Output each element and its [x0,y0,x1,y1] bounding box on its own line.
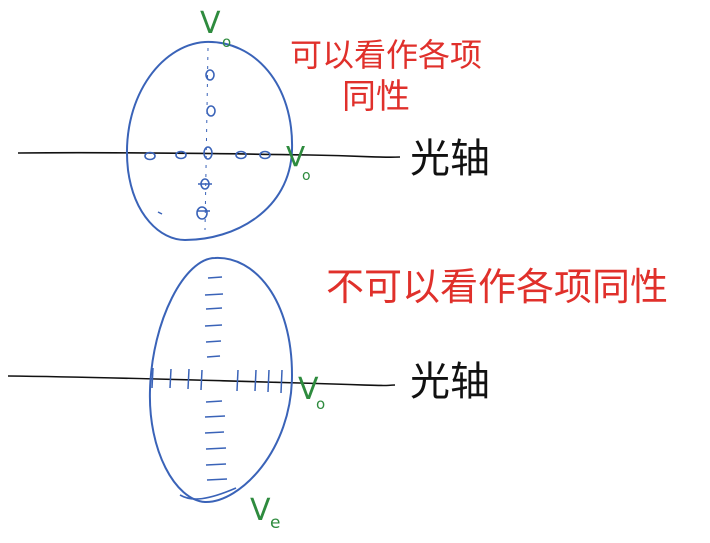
circle-mark [196,206,208,220]
circle-mark [206,105,216,117]
bottom-label-vo-right-sub: o [316,395,325,413]
top-note-line2: 同性 [342,77,410,117]
top-label-vo-top-sub: o [222,33,231,51]
bottom-optic-axis [7,375,396,387]
circle-mark [205,69,215,81]
bottom-ellipse-tail [179,487,237,500]
top-optic-axis [17,151,401,159]
top-label-vo-right-sub: o [302,168,311,184]
circle-mark [203,146,213,160]
bottom-note: 不可以看作各项同性 [326,265,668,309]
circle-mark [259,150,271,160]
bottom-horizontal-dashes [204,276,228,481]
top-crosses [157,183,212,215]
top-ellipse [126,40,294,242]
bottom-label-ve: V [250,493,271,528]
top-center-vertical-line [204,47,209,231]
top-horizontal-circles [144,150,271,161]
top-vertical-circles [196,69,216,220]
bottom-figure: V o V e 不可以看作各项同性 光轴 [7,256,668,533]
bottom-label-vo-right: V [298,372,319,407]
top-label-vo-right: V [286,140,305,173]
circle-mark [235,150,247,160]
bottom-label-ve-sub: e [270,513,280,533]
circle-mark [144,151,156,161]
top-axis-label: 光轴 [410,136,490,182]
bottom-vertical-ticks [151,367,283,394]
circle-mark [175,150,187,160]
top-note-line1: 可以看作各项 [290,36,482,74]
bottom-axis-label: 光轴 [410,359,490,405]
top-label-vo-top: V [200,6,221,41]
bottom-ellipse [148,256,294,504]
top-figure: V o V o 可以看作各项 同性 光轴 [17,6,490,242]
